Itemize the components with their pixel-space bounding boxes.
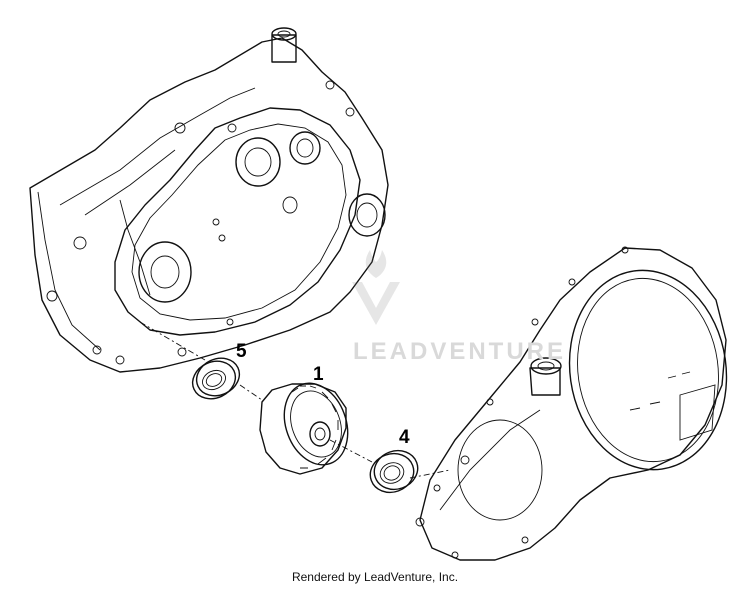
side-cover xyxy=(415,246,728,561)
callout-5[interactable]: 5 xyxy=(236,341,247,362)
render-credit-footer: Rendered by LeadVenture, Inc. xyxy=(291,570,459,584)
callout-1[interactable]: 1 xyxy=(313,364,324,385)
callout-4[interactable]: 4 xyxy=(399,427,410,448)
gear-part-1 xyxy=(259,382,349,475)
watermark-text: LEADVENTURE xyxy=(353,338,567,365)
crankcase-half xyxy=(29,27,389,373)
leadventure-logo-mark xyxy=(352,250,400,325)
bearing-part-4 xyxy=(369,449,419,494)
bearing-part-5 xyxy=(191,357,241,400)
assembly-axis-lines xyxy=(139,321,451,479)
